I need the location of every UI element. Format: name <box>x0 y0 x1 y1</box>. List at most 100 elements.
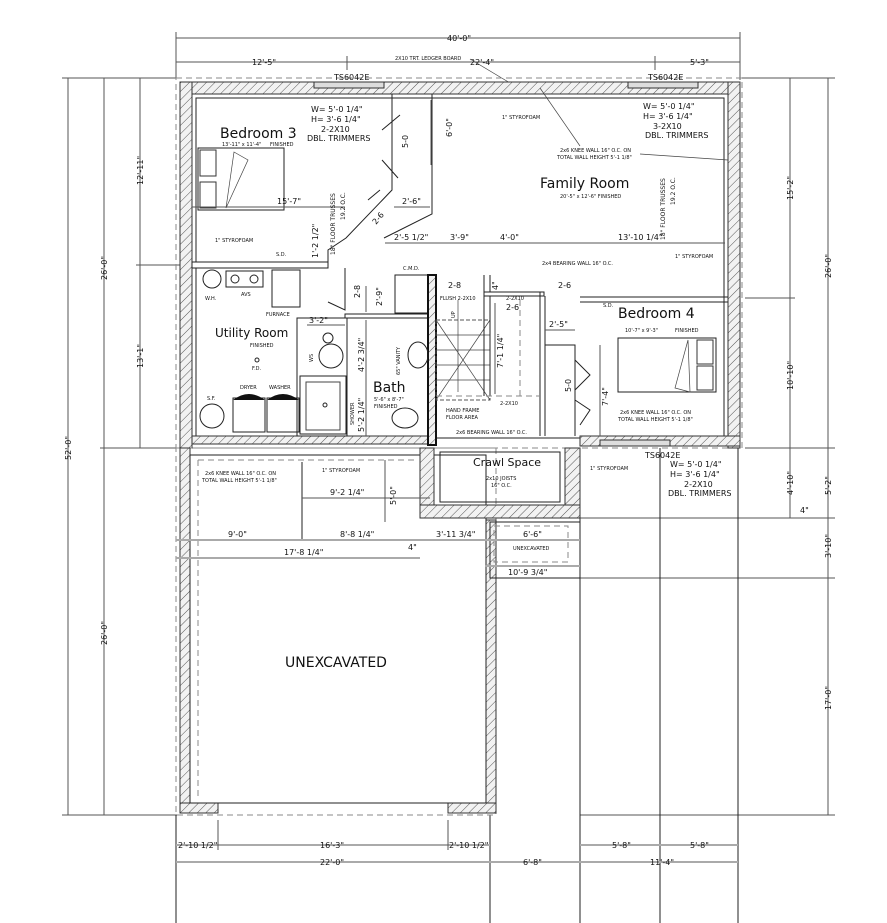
note: 2x10 JOISTS <box>486 476 516 482</box>
note: WS <box>309 354 315 362</box>
lower-dimensions: 9'-0" 8'-8 1/4" 4" 3'-11 3/4" 6'-6" 17'-… <box>176 460 580 577</box>
room-finish: FINISHED <box>675 328 699 334</box>
note: W.H. <box>205 296 217 302</box>
note: 18" FLOOR TRUSSES <box>660 178 667 240</box>
dim-label: 3'-2" <box>309 316 328 325</box>
window-spec: DBL. TRIMMERS <box>668 489 732 498</box>
dim-13-1: 13'-1" <box>136 344 145 368</box>
room-bath: Bath <box>373 380 406 396</box>
dim-label: 7'-4" <box>601 387 610 406</box>
dim-label: 9'-0" <box>228 530 247 539</box>
note: 2x6 KNEE WALL 16" O.C. ON <box>620 410 691 416</box>
dim-5-2: 5'-2" <box>824 476 833 495</box>
dim-label: 4'-0" <box>500 233 519 242</box>
window-tag-bedroom3: TS6042E <box>333 73 369 82</box>
window-spec: H= 3'-6 1/4" <box>643 112 693 121</box>
window-spec: DBL. TRIMMERS <box>307 134 371 143</box>
dim-label: 4'-2 3/4" <box>357 338 366 372</box>
dim-label: 1'-2 1/2" <box>311 224 320 258</box>
dim-label: 5'-0" <box>389 486 398 505</box>
dim-label: 9'-2 1/4" <box>330 488 364 497</box>
dim-overall-width: 40'-0" <box>447 34 471 43</box>
note: 65" VANITY <box>396 346 402 375</box>
note: AVS <box>241 292 251 298</box>
room-utility: Utility Room <box>215 326 288 340</box>
dim-label: 3'-9" <box>450 233 469 242</box>
window-spec: 3-2X10 <box>653 122 682 131</box>
dim-3-10: 3'-10" <box>824 534 833 558</box>
dim-label: 4" <box>408 543 417 552</box>
note: 19.2 O.C. <box>340 192 347 220</box>
toilet-icon <box>391 407 419 429</box>
room-size: 5'-6" x 8'-7" <box>374 397 404 403</box>
note: 2x4 BEARING WALL 16" O.C. <box>542 261 613 267</box>
window-tag-family: TS6042E <box>647 73 683 82</box>
note: HAND FRAME <box>446 408 479 414</box>
window-spec: H= 3'-6 1/4" <box>311 115 361 124</box>
note: UP <box>451 311 457 318</box>
note: S.D. <box>276 252 287 258</box>
note: 1" STYROFOAM <box>322 468 360 474</box>
dim-22-0: 22'-0" <box>320 858 344 867</box>
note: 2-2X10 <box>506 296 524 302</box>
dim-label: 6'-0" <box>445 118 454 137</box>
fixtures <box>197 147 717 433</box>
water-softener-icon <box>318 343 344 369</box>
dim-4-10: 4'-10" <box>786 471 795 495</box>
interior-dimensions: 15'-7" 6'-0" 5-0 2'-6" 2-6 1'-2 1/2" 2'-… <box>192 100 725 436</box>
dim-6-8: 6'-8" <box>523 858 542 867</box>
window-spec: W= 5'-0 1/4" <box>643 102 695 111</box>
room-size: 20'-5" x 12'-6" FINISHED <box>560 194 621 200</box>
dim-5-8-a: 5'-8" <box>612 841 631 850</box>
dim-label: 3'-11 3/4" <box>436 530 475 539</box>
room-size: 13'-11" x 11'-4" <box>222 142 261 148</box>
water-heater-icon <box>202 269 222 289</box>
room-crawl-space: Crawl Space <box>473 456 541 469</box>
extension-lines <box>175 448 739 923</box>
right-dimensions: 15'-2" 10'-10" 4'-10" 4" 26'-0" 5'-2" 3'… <box>580 77 835 816</box>
dim-26-0-lower: 26'-0" <box>100 621 109 645</box>
windows: TS6042E TS6042E TS6042E W= 5'-0 1/4" H= … <box>307 73 732 498</box>
window-spec: H= 3'-6 1/4" <box>670 470 720 479</box>
dim-52-0: 52'-0" <box>64 436 73 460</box>
note: 2x6 BEARING WALL 16" O.C. <box>456 430 527 436</box>
window-spec: 2-2X10 <box>684 480 713 489</box>
note: 1" STYROFOAM <box>502 115 540 121</box>
dim-15-2: 15'-2" <box>786 176 795 200</box>
dim-2-10-left: 2'-10 1/2" <box>178 841 217 850</box>
room-finish: FINISHED <box>270 142 294 148</box>
note: 1" STYROFOAM <box>675 254 713 260</box>
note: TOTAL WALL HEIGHT 5'-1 1/8" <box>617 417 693 423</box>
dim-12-5: 12'-5" <box>252 58 276 67</box>
floor-drain-icon <box>254 357 260 363</box>
bottom-dimensions: 2'-10 1/2" 16'-3" 2'-10 1/2" 5'-8" 5'-8"… <box>176 820 738 867</box>
dim-17-0: 17'-0" <box>824 686 833 710</box>
dim-label: 2'-9" <box>375 287 384 306</box>
note: 1" STYROFOAM <box>590 466 628 472</box>
room-family: Family Room <box>540 176 629 192</box>
window-spec: W= 5'-0 1/4" <box>311 105 363 114</box>
stairs <box>435 300 491 401</box>
note: 18" FLOOR TRUSSES <box>330 193 337 255</box>
bed-icon <box>197 147 285 211</box>
note: SHOWER <box>350 402 356 425</box>
dim-16-3: 16'-3" <box>320 841 344 850</box>
dim-label: 15'-7" <box>277 197 301 206</box>
notes: 1" STYROFOAM 1" STYROFOAM 1" STYROFOAM 1… <box>201 87 729 489</box>
note: TOTAL WALL HEIGHT 5'-1 1/8" <box>556 155 632 161</box>
window-spec: DBL. TRIMMERS <box>645 131 709 140</box>
dim-label: 2-6 <box>558 281 571 290</box>
dim-label: 5-0 <box>401 135 410 148</box>
room-unexcavated: UNEXCAVATED <box>285 655 387 671</box>
note: 2-2X10 <box>500 401 518 407</box>
window-tag-bedroom4: TS6042E <box>644 451 680 460</box>
note: 2x6 KNEE WALL 16" O.C. ON <box>560 148 631 154</box>
dim-label: 10'-9 3/4" <box>508 568 547 577</box>
furnace-icon <box>271 269 301 308</box>
note: S.D. <box>603 303 614 309</box>
dim-label: 2-6 <box>506 303 519 312</box>
dim-label: 2'-6" <box>402 197 421 206</box>
room-unexcavated-small: UNEXCAVATED <box>513 546 550 552</box>
dim-label: 13'-10 1/4" <box>618 233 663 242</box>
